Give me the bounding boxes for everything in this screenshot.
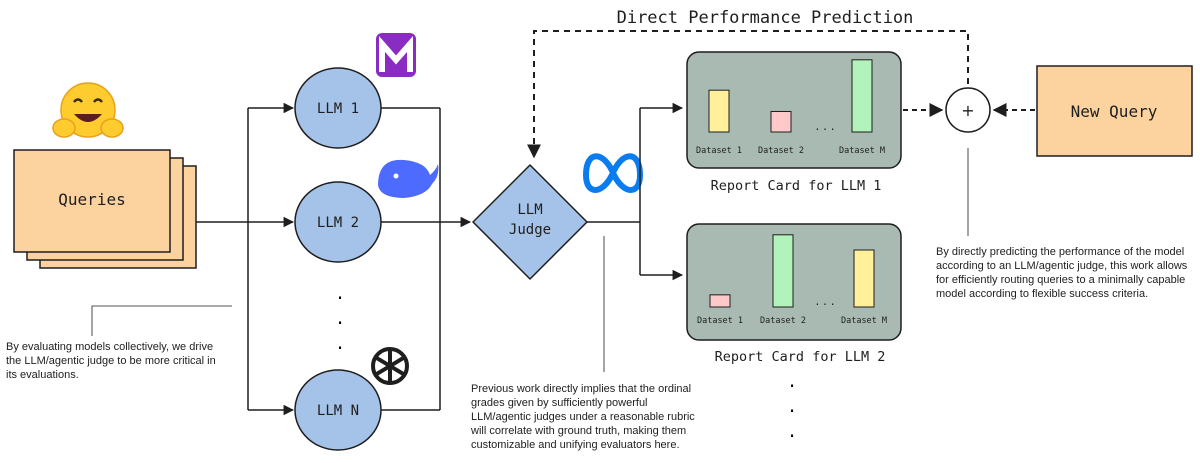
- collective-evaluation-note: By evaluating models collectively, we dr…: [6, 341, 216, 381]
- combine-node: +: [945, 87, 991, 133]
- new-query-label: New Query: [1071, 102, 1158, 121]
- report-card-panel: [686, 51, 902, 169]
- report-card-llm-1: Report Card for LLM 1 Dataset 1 Dataset 2…: [686, 51, 902, 194]
- model-ellipsis-dot: ·: [337, 311, 343, 335]
- hugging-face-emoji-icon: [52, 82, 124, 138]
- report-card-bar: [770, 110, 792, 133]
- queries-card-front: [13, 149, 171, 253]
- model-label-llm-n: LLM N: [317, 403, 359, 419]
- new-query-box: New Query: [1036, 65, 1193, 157]
- model-label-llm-2: LLM 2: [317, 215, 359, 231]
- card-ellipsis: · · ·: [789, 374, 795, 448]
- report-card-panel: [686, 223, 902, 341]
- report-card-bar: [853, 249, 875, 308]
- model-node-llm-n: LLM N: [294, 369, 382, 451]
- report-card-bar-label: Dataset M: [841, 316, 887, 326]
- direct-prediction-arrow: [527, 30, 969, 159]
- deepseek-whale-logo-icon: [378, 159, 439, 198]
- model-ellipsis: · · ·: [337, 286, 343, 360]
- mistral-m-logo-icon: [376, 33, 416, 77]
- model-node-llm-1: LLM 1: [294, 67, 382, 149]
- report-card-bar-label: Dataset 2: [758, 146, 804, 156]
- openai-logo-icon: [371, 347, 409, 385]
- report-card-bar-label: Dataset 2: [760, 316, 806, 326]
- report-card-bar-label: Dataset 1: [697, 316, 743, 326]
- report-card-bar-label: Dataset M: [839, 146, 885, 156]
- meta-infinity-logo-icon: [582, 153, 644, 193]
- llm-judge-node: LLM Judge: [472, 164, 588, 280]
- report-card-llm-2: Report Card for LLM 2 Dataset 1 Dataset 2…: [686, 223, 902, 365]
- queries-label: Queries: [58, 190, 125, 209]
- card-ellipsis-dot: ·: [789, 374, 795, 398]
- queries-stack: Queries: [13, 149, 197, 269]
- judge-label-line-1: LLM: [517, 202, 542, 218]
- report-card-bar: [851, 59, 873, 133]
- report-card-bar: [709, 294, 731, 308]
- card-ellipsis-dot: ·: [789, 399, 795, 423]
- report-card-title: Report Card for LLM 1: [711, 178, 882, 194]
- report-card-bar: [708, 89, 730, 133]
- routing-note: By directly predicting the performance o…: [936, 246, 1188, 300]
- collective-note-leader: [91, 305, 232, 336]
- model-ellipsis-dot: ·: [337, 286, 343, 310]
- diagram-title: Direct Performance Prediction: [617, 8, 914, 28]
- report-card-bar: [772, 234, 794, 308]
- judge-output-connectors: [587, 102, 684, 281]
- report-card-bar-label: Dataset 1: [696, 146, 742, 156]
- report-card-title: Report Card for LLM 2: [715, 349, 886, 365]
- model-node-llm-2: LLM 2: [294, 181, 382, 263]
- card-ellipsis-dot: ·: [789, 424, 795, 448]
- judge-label-line-2: Judge: [509, 222, 551, 238]
- report-card-ellipsis: . . .: [815, 119, 834, 133]
- fan-out-connectors: [196, 102, 295, 416]
- fan-in-connectors: [381, 107, 472, 411]
- combine-symbol: +: [961, 101, 974, 120]
- report-card-ellipsis: . . .: [815, 294, 834, 308]
- previous-work-note: Previous work directly implies that the …: [471, 383, 695, 451]
- model-label-llm-1: LLM 1: [317, 101, 359, 117]
- model-ellipsis-dot: ·: [337, 336, 343, 360]
